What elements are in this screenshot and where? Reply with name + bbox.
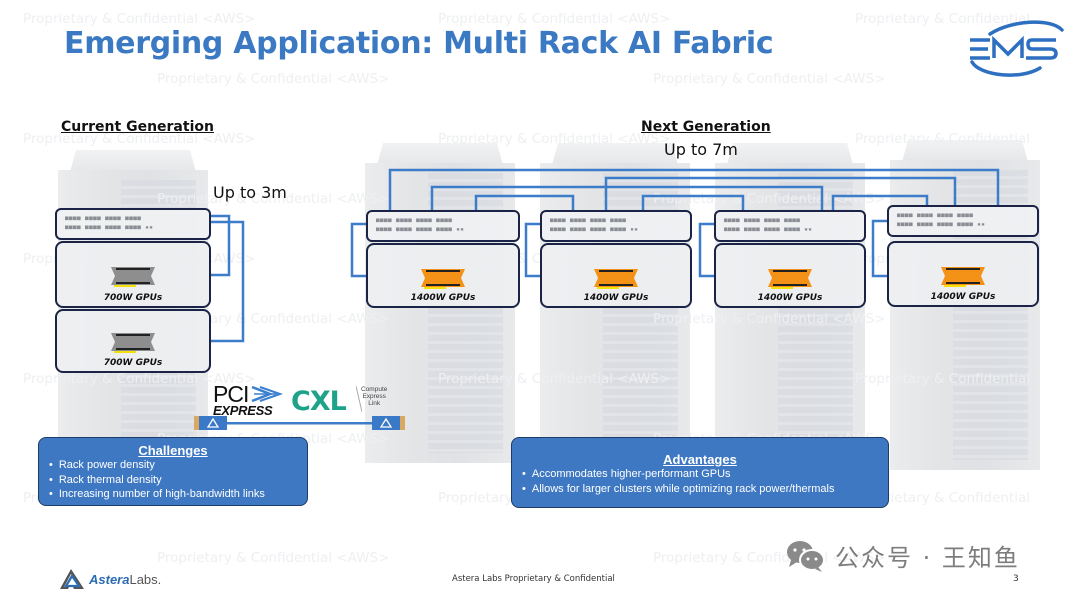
- advantages-heading: Advantages: [663, 452, 737, 467]
- next-generation-heading: Next Generation: [641, 119, 771, 135]
- switch-ports: ■■■■ ■■■■ ■■■■ ■■■■: [65, 215, 142, 222]
- challenges-item: Increasing number of high-bandwidth link…: [49, 487, 297, 502]
- asteralabs-logo-light: Labs.: [129, 571, 162, 587]
- pcie-logo-text: PCI: [213, 381, 249, 407]
- gpu-chip-icon: [111, 333, 155, 353]
- link-current-switch-tray2: [209, 220, 245, 343]
- switch-ports: ■■■■ ■■■■ ■■■■ ■■■■ ▪▪: [724, 226, 813, 233]
- gpu-label: 1400W GPUs: [930, 292, 996, 302]
- link-rack2-rack3: [641, 194, 745, 210]
- gpu-tray: 1400W GPUs: [714, 243, 866, 308]
- asteralabs-logo-icon: [60, 569, 84, 589]
- challenges-callout: Challenges Rack power density Rack therm…: [38, 437, 308, 506]
- switch-ports: ■■■■ ■■■■ ■■■■ ■■■■: [897, 212, 974, 219]
- footer-confidential-text: Astera Labs Proprietary & Confidential: [452, 574, 615, 584]
- gpu-tray: 1400W GPUs: [887, 241, 1039, 307]
- current-generation-distance: Up to 3m: [213, 183, 287, 202]
- switch-rack-1: ■■■■ ■■■■ ■■■■ ■■■■ ■■■■ ■■■■ ■■■■ ■■■■ …: [366, 210, 520, 242]
- switch-current: ■■■■ ■■■■ ■■■■ ■■■■ ■■■■ ■■■■ ■■■■ ■■■■ …: [55, 208, 211, 240]
- gpu-chip-icon: [768, 269, 812, 289]
- gpu-label: 1400W GPUs: [410, 293, 476, 303]
- challenges-list: Rack power density Rack thermal density …: [49, 458, 297, 502]
- gpu-tray: 700W GPUs: [55, 241, 211, 308]
- fms-logo: [970, 20, 1064, 77]
- switch-ports: ■■■■ ■■■■ ■■■■ ■■■■ ▪▪: [376, 226, 465, 233]
- pcie-logo: PCI EXPRESS: [213, 381, 284, 418]
- link-rack3-local: [698, 222, 714, 278]
- link-rack1-rack3: [430, 185, 824, 210]
- switch-ports: ■■■■ ■■■■ ■■■■ ■■■■ ▪▪: [550, 226, 639, 233]
- next-generation-distance: Up to 7m: [664, 140, 738, 159]
- link-rack1-rack4: [388, 168, 1000, 210]
- gpu-chip-icon: [421, 269, 465, 289]
- advantages-list: Accommodates higher-performant GPUs Allo…: [522, 467, 878, 496]
- switch-ports: ■■■■ ■■■■ ■■■■ ■■■■: [550, 217, 627, 224]
- gpu-label: 1400W GPUs: [583, 293, 649, 303]
- link-current-switch-tray1: [209, 214, 231, 277]
- gpu-label: 700W GPUs: [103, 293, 163, 303]
- switch-ports: ■■■■ ■■■■ ■■■■ ■■■■: [376, 217, 453, 224]
- advantages-callout: Advantages Accommodates higher-performan…: [511, 437, 889, 508]
- switch-rack-2: ■■■■ ■■■■ ■■■■ ■■■■ ■■■■ ■■■■ ■■■■ ■■■■ …: [540, 210, 692, 242]
- challenges-item: Rack thermal density: [49, 473, 297, 488]
- cxl-subtitle-line: Link: [368, 400, 381, 407]
- gpu-tray: 1400W GPUs: [540, 243, 692, 308]
- link-rack3-rack4: [831, 194, 929, 210]
- link-rack2-local: [524, 222, 540, 278]
- switch-ports: ■■■■ ■■■■ ■■■■ ■■■■ ▪▪: [65, 224, 154, 231]
- active-cable-icon: [194, 416, 405, 430]
- link-rack2-rack4: [604, 176, 957, 210]
- page-title: Emerging Application: Multi Rack AI Fabr…: [64, 26, 774, 61]
- challenges-item: Rack power density: [49, 458, 297, 473]
- switch-ports: ■■■■ ■■■■ ■■■■ ■■■■: [724, 217, 801, 224]
- gpu-tray: 700W GPUs: [55, 309, 211, 373]
- pcie-express-text: EXPRESS: [213, 403, 273, 418]
- advantages-item: Accommodates higher-performant GPUs: [522, 467, 878, 482]
- gpu-chip-icon: [941, 267, 985, 287]
- cxl-subtitle-line: Express: [362, 393, 386, 400]
- advantages-item: Allows for larger clusters while optimiz…: [522, 482, 878, 497]
- switch-rack-4: ■■■■ ■■■■ ■■■■ ■■■■ ■■■■ ■■■■ ■■■■ ■■■■ …: [887, 205, 1039, 237]
- gpu-tray: 1400W GPUs: [366, 243, 520, 308]
- gpu-chip-icon: [111, 267, 155, 287]
- wechat-watermark-text: 公众号 · 王知鱼: [835, 544, 1020, 572]
- gpu-chip-icon: [594, 269, 638, 289]
- wechat-watermark: 公众号 · 王知鱼: [785, 538, 1020, 573]
- wechat-icon: [787, 540, 825, 572]
- current-generation-heading: Current Generation: [61, 119, 214, 135]
- page-number: 3: [1013, 574, 1019, 584]
- link-rack4-local: [871, 219, 887, 278]
- switch-ports: ■■■■ ■■■■ ■■■■ ■■■■ ▪▪: [897, 221, 986, 228]
- gpu-label: 700W GPUs: [103, 358, 163, 368]
- link-rack1-local: [350, 222, 366, 278]
- switch-rack-3: ■■■■ ■■■■ ■■■■ ■■■■ ■■■■ ■■■■ ■■■■ ■■■■ …: [714, 210, 866, 242]
- gpu-label: 1400W GPUs: [757, 293, 823, 303]
- cxl-subtitle-line: Compute: [361, 386, 388, 393]
- challenges-heading: Challenges: [138, 443, 208, 458]
- link-rack1-rack2: [474, 194, 575, 210]
- cxl-subtitle: Compute Express Link: [361, 386, 387, 407]
- cxl-divider: [356, 386, 362, 412]
- cxl-logo: CXL: [291, 386, 347, 417]
- asteralabs-logo-bold: Astera: [89, 571, 130, 587]
- pcie-chevron-icon: [251, 385, 284, 403]
